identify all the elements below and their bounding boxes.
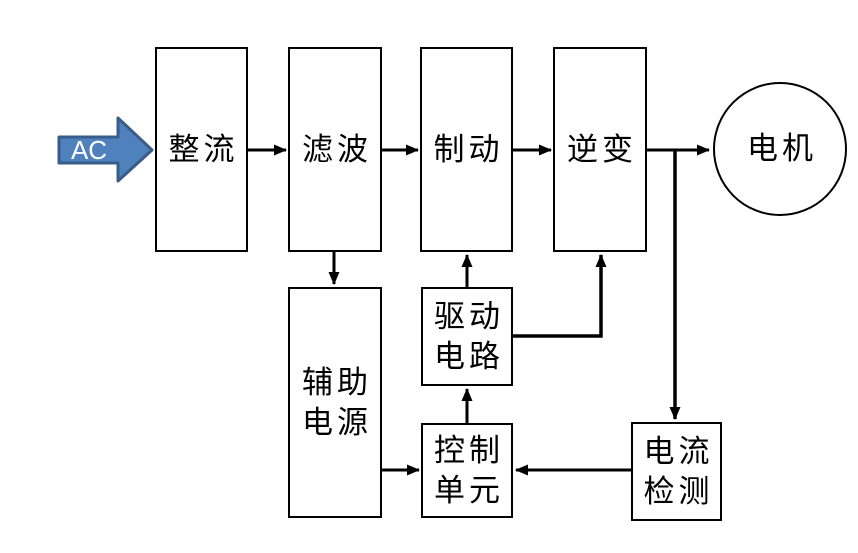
node-current-detect: 电流 检测: [631, 422, 722, 521]
ac-input-arrow-border: [57, 116, 154, 183]
node-brake: 制动: [420, 47, 513, 252]
node-control-unit-label-line1: 控制: [434, 432, 504, 468]
node-brake-label: 制动: [433, 131, 504, 167]
arrow-drive-circuit-to-inverter: [513, 254, 607, 338]
node-rectifier-label: 整流: [168, 131, 239, 167]
node-current-detect-label-line2: 检测: [643, 473, 714, 509]
node-rectifier: 整流: [155, 47, 248, 252]
node-current-detect-label-line1: 电流: [643, 433, 714, 469]
node-filter: 滤波: [288, 47, 382, 252]
node-aux-power-label-line2: 电源: [302, 404, 372, 440]
node-drive-circuit-label-line1: 驱动: [434, 298, 504, 334]
node-drive-circuit: 驱动 电路: [421, 287, 513, 386]
node-aux-power-label-line1: 辅助: [302, 364, 372, 400]
node-drive-circuit-label-line2: 电路: [434, 338, 504, 374]
node-aux-power: 辅助 电源: [288, 287, 382, 518]
node-motor-label: 电机: [747, 131, 817, 166]
node-control-unit: 控制 单元: [421, 423, 513, 518]
node-control-unit-label-line2: 单元: [434, 472, 504, 508]
node-motor: 电机: [713, 82, 847, 216]
node-inverter: 逆变: [553, 47, 647, 252]
node-inverter-label: 逆变: [567, 131, 637, 167]
ac-input-label: AC: [70, 135, 108, 165]
node-filter-label: 滤波: [302, 131, 372, 167]
ac-input-arrow: [59, 118, 152, 181]
